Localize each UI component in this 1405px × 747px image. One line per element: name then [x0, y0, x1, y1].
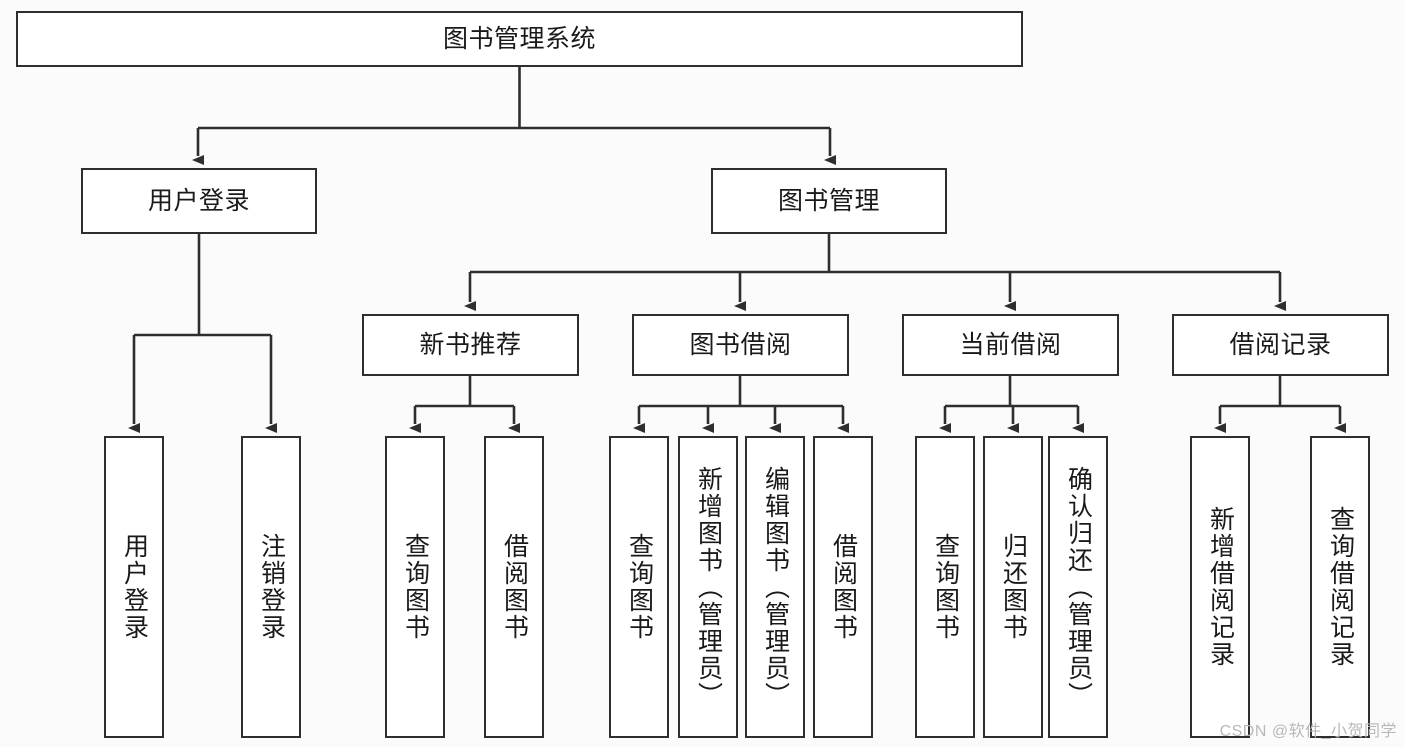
node-leaf-logout[interactable]: 注销登录: [241, 436, 301, 738]
node-book-manage[interactable]: 图书管理: [711, 168, 947, 234]
node-leaf-query-book-borrow[interactable]: 查询图书: [609, 436, 669, 738]
node-leaf-query-book-recommend[interactable]: 查询图书: [385, 436, 445, 738]
node-borrow-record[interactable]: 借阅记录: [1172, 314, 1389, 376]
node-current-borrow[interactable]: 当前借阅: [902, 314, 1119, 376]
node-leaf-borrow-book-recommend[interactable]: 借阅图书: [484, 436, 544, 738]
node-leaf-query-borrow-record[interactable]: 查询借阅记录: [1310, 436, 1370, 738]
node-leaf-borrow-book-borrow[interactable]: 借阅图书: [813, 436, 873, 738]
node-book-borrow[interactable]: 图书借阅: [632, 314, 849, 376]
node-leaf-confirm-return-admin[interactable]: 确认归还（管理员）: [1048, 436, 1108, 738]
node-leaf-query-book-current[interactable]: 查询图书: [915, 436, 975, 738]
node-user-login[interactable]: 用户登录: [81, 168, 317, 234]
node-leaf-edit-book-admin[interactable]: 编辑图书（管理员）: [745, 436, 805, 738]
node-new-book-recommend[interactable]: 新书推荐: [362, 314, 579, 376]
node-leaf-add-book-admin[interactable]: 新增图书（管理员）: [678, 436, 738, 738]
node-leaf-add-borrow-record[interactable]: 新增借阅记录: [1190, 436, 1250, 738]
node-root[interactable]: 图书管理系统: [16, 11, 1023, 67]
node-leaf-user-login[interactable]: 用户登录: [104, 436, 164, 738]
node-leaf-return-book[interactable]: 归还图书: [983, 436, 1043, 738]
